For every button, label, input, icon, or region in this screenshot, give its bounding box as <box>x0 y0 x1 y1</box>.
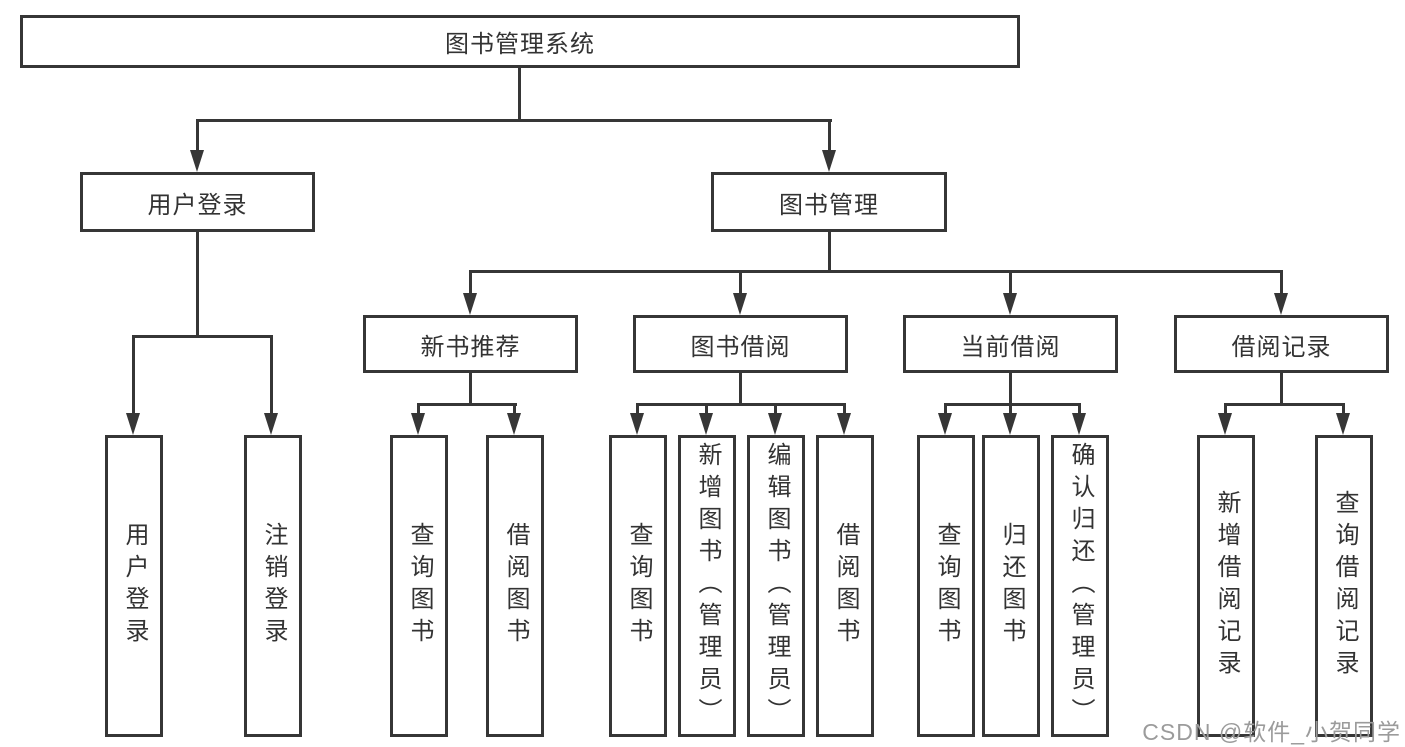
connector-line <box>774 403 777 415</box>
connector-line <box>1224 403 1344 406</box>
node-borrow-record: 借阅记录 <box>1174 315 1389 373</box>
connector-line <box>1009 371 1012 406</box>
arrow-down-icon <box>837 413 851 435</box>
connector-line <box>513 403 516 415</box>
arrow-down-icon <box>126 413 140 435</box>
leaf-user-login: 用户登录 <box>105 435 163 737</box>
node-book-management: 图书管理 <box>711 172 947 232</box>
connector-line <box>132 335 273 338</box>
connector-line <box>196 230 199 338</box>
arrow-down-icon <box>1336 413 1350 435</box>
leaf-current-confirm-return-admin: 确认归还（管理员） <box>1051 435 1109 737</box>
connector-line <box>270 335 273 415</box>
leaf-recommend-borrow-books: 借阅图书 <box>486 435 544 737</box>
arrow-down-icon <box>699 413 713 435</box>
connector-line <box>196 119 832 122</box>
arrow-down-icon <box>768 413 782 435</box>
arrow-down-icon <box>1072 413 1086 435</box>
node-root-label: 图书管理系统 <box>445 31 595 58</box>
connector-line <box>636 403 846 406</box>
node-book-management-label: 图书管理 <box>779 191 879 219</box>
connector-line <box>1009 403 1012 415</box>
connector-line <box>469 270 1283 273</box>
connector-line <box>944 403 1081 406</box>
connector-line <box>636 403 639 415</box>
leaf-borrow-edit-books-admin: 编辑图书（管理员） <box>747 435 805 737</box>
connector-line <box>1280 270 1283 296</box>
leaf-current-query-books: 查询图书 <box>917 435 975 737</box>
leaf-logout: 注销登录 <box>244 435 302 737</box>
node-user-login-label: 用户登录 <box>147 191 248 219</box>
watermark: CSDN @软件_小贺同学 <box>1142 719 1401 745</box>
connector-line <box>132 335 135 415</box>
arrow-down-icon <box>1003 293 1017 315</box>
leaf-borrow-query-books: 查询图书 <box>609 435 667 737</box>
node-user-login: 用户登录 <box>80 172 315 232</box>
arrow-down-icon <box>1274 293 1288 315</box>
arrow-down-icon <box>822 150 836 172</box>
node-new-book-recommend: 新书推荐 <box>363 315 578 373</box>
arrow-down-icon <box>1218 413 1232 435</box>
node-book-borrow-label: 图书借阅 <box>690 333 791 361</box>
connector-line <box>1342 403 1345 415</box>
connector-line <box>518 66 521 122</box>
node-root: 图书管理系统 <box>20 15 1020 68</box>
arrow-down-icon <box>733 293 747 315</box>
node-current-borrow-label: 当前借阅 <box>960 333 1061 361</box>
connector-line <box>1009 270 1012 296</box>
connector-line <box>1224 403 1227 415</box>
leaf-record-query-borrow-record: 查询借阅记录 <box>1315 435 1373 737</box>
node-borrow-record-label: 借阅记录 <box>1231 333 1332 361</box>
arrow-down-icon <box>264 413 278 435</box>
leaf-borrow-add-books-admin: 新增图书（管理员） <box>678 435 736 737</box>
arrow-down-icon <box>1003 413 1017 435</box>
connector-line <box>828 230 831 272</box>
arrow-down-icon <box>463 293 477 315</box>
node-book-borrow: 图书借阅 <box>633 315 848 373</box>
arrow-down-icon <box>507 413 521 435</box>
connector-line <box>944 403 947 415</box>
connector-line <box>469 371 472 406</box>
leaf-current-return-books: 归还图书 <box>982 435 1040 737</box>
connector-line <box>739 371 742 406</box>
node-new-book-recommend-label: 新书推荐 <box>420 333 521 361</box>
connector-line <box>1078 403 1081 415</box>
arrow-down-icon <box>411 413 425 435</box>
connector-line <box>705 403 708 415</box>
connector-line <box>739 270 742 296</box>
leaf-record-add-borrow-record: 新增借阅记录 <box>1197 435 1255 737</box>
connector-line <box>1280 371 1283 406</box>
leaf-recommend-query-books: 查询图书 <box>390 435 448 737</box>
arrow-down-icon <box>938 413 952 435</box>
connector-line <box>828 119 831 152</box>
connector-line <box>196 119 199 152</box>
arrow-down-icon <box>190 150 204 172</box>
node-current-borrow: 当前借阅 <box>903 315 1118 373</box>
connector-line <box>417 403 420 415</box>
connector-line <box>469 270 472 296</box>
connector-line <box>843 403 846 415</box>
arrow-down-icon <box>630 413 644 435</box>
connector-line <box>417 403 517 406</box>
leaf-borrow-borrow-books: 借阅图书 <box>816 435 874 737</box>
